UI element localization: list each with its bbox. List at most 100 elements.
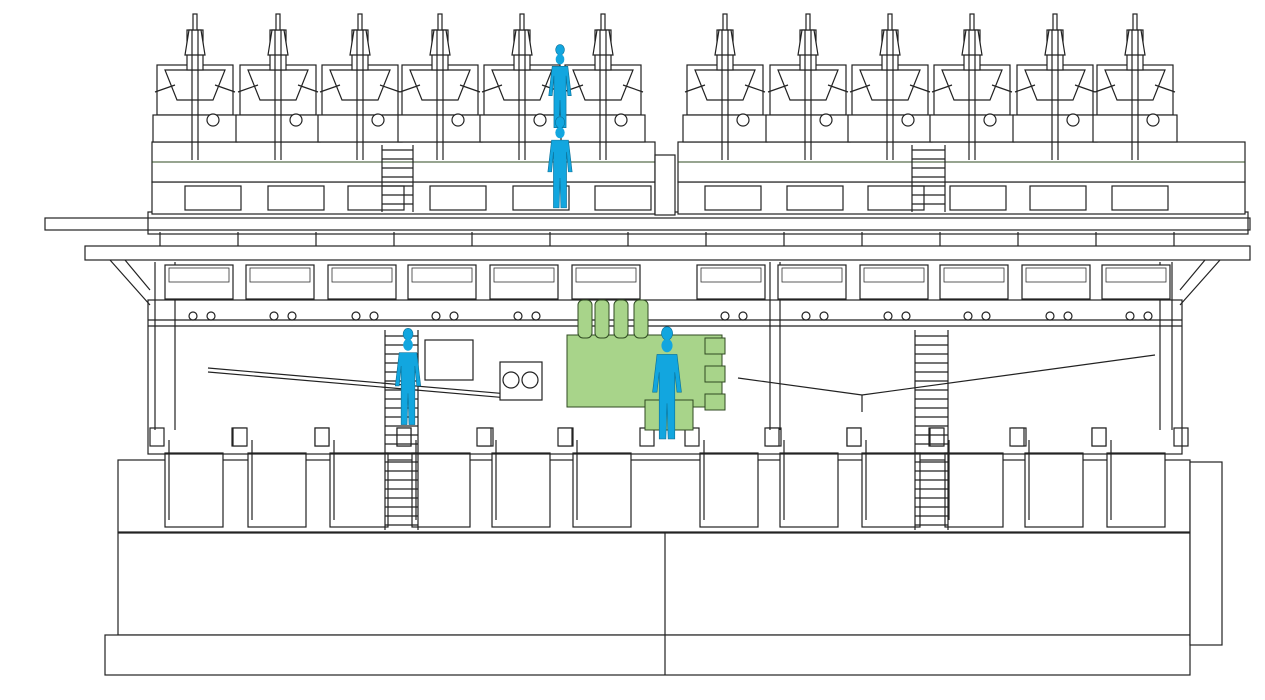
lower-deck-inset [781, 267, 843, 283]
unit-hopper [941, 69, 1003, 101]
unit-arm [1014, 84, 1036, 93]
unit-motor [736, 113, 750, 127]
unit-motor [901, 113, 915, 127]
frame-window [1111, 185, 1169, 211]
unit-cap [349, 29, 371, 56]
control-cabinet [424, 339, 474, 381]
lower-deck-inset [863, 267, 925, 283]
unit-cap [184, 29, 206, 56]
unit-arm [399, 84, 421, 93]
bolt-fitting [351, 311, 361, 321]
base-side-block [1189, 461, 1223, 646]
lower-door [861, 452, 921, 528]
unit-base [235, 114, 321, 143]
door-latch [929, 427, 945, 447]
unit-base [560, 114, 646, 143]
frame-window [184, 185, 242, 211]
door-latch [639, 427, 655, 447]
lower-deck-inset [1025, 267, 1087, 283]
unit-hopper [409, 69, 471, 101]
frame-window [594, 185, 652, 211]
base-bottom-block [104, 634, 1191, 676]
unit-cap [1124, 29, 1146, 56]
unit-base [479, 114, 565, 143]
bolt-fitting [963, 311, 973, 321]
bolt-fitting [287, 311, 297, 321]
unit-hopper [329, 69, 391, 101]
door-latch [314, 427, 330, 447]
unit-cap [961, 29, 983, 56]
unit-spindle [1052, 13, 1058, 31]
lower-door [699, 452, 759, 528]
frame-window [949, 185, 1007, 211]
lower-deck-inset [411, 267, 473, 283]
unit-cap [879, 29, 901, 56]
machine-base [104, 459, 1223, 676]
sloped-chute [737, 377, 863, 396]
frame-window [1029, 185, 1087, 211]
frame-window [347, 185, 405, 211]
unit-spindle [437, 13, 443, 31]
unit-arm [1094, 84, 1116, 93]
frame-window [429, 185, 487, 211]
unit-motor [371, 113, 385, 127]
lower-deck-inset [249, 267, 311, 283]
bolt-fitting [188, 311, 198, 321]
bolt-fitting [1063, 311, 1073, 321]
unit-arm [767, 84, 789, 93]
unit-spindle [275, 13, 281, 31]
unit-base [152, 114, 238, 143]
unit-arm [214, 84, 236, 93]
unit-cap [267, 29, 289, 56]
valve-block [704, 393, 726, 411]
sloped-chute [207, 367, 521, 396]
unit-arm [744, 84, 766, 93]
unit-spindle [192, 13, 198, 31]
bolt-fitting [981, 311, 991, 321]
bolt-fitting [431, 311, 441, 321]
human-figures [394, 44, 682, 440]
valve-block [704, 337, 726, 355]
unit-motor [1066, 113, 1080, 127]
lower-door [1106, 452, 1166, 528]
lower-frame-outline [147, 299, 1183, 455]
bolt-fitting [206, 311, 216, 321]
unit-arm [154, 84, 176, 93]
lower-door [247, 452, 307, 528]
unit-arm [1074, 84, 1096, 93]
unit-arm [909, 84, 931, 93]
sloped-chute [207, 371, 521, 400]
bolt-fitting [1045, 311, 1055, 321]
lower-deck-inset [943, 267, 1005, 283]
door-latch [684, 427, 700, 447]
unit-arm [991, 84, 1013, 93]
bolt-fitting [449, 311, 459, 321]
bolt-fitting [1143, 311, 1153, 321]
unit-arm [297, 84, 319, 93]
door-latch [1091, 427, 1107, 447]
lower-door [164, 452, 224, 528]
unit-arm [684, 84, 706, 93]
unit-hopper [572, 69, 634, 101]
bolt-fitting [801, 311, 811, 321]
support-bracket [1179, 259, 1206, 291]
green-drive-section [151, 141, 1246, 212]
bolt-fitting [883, 311, 893, 321]
unit-hopper [694, 69, 756, 101]
unit-motor [289, 113, 303, 127]
unit-base [1092, 114, 1178, 143]
base-middle-block [117, 532, 1191, 636]
unit-motor [206, 113, 220, 127]
bolt-fitting [531, 311, 541, 321]
unit-spindle [805, 13, 811, 31]
unit-spindle [969, 13, 975, 31]
frame-window [704, 185, 762, 211]
pump-cylinder [613, 299, 629, 339]
unit-arm [481, 84, 503, 93]
pump-cylinder [594, 299, 610, 339]
lower-door [779, 452, 839, 528]
door-latch [846, 427, 862, 447]
unit-hopper [491, 69, 553, 101]
bolt-fitting [738, 311, 748, 321]
lower-deck-inset [493, 267, 555, 283]
